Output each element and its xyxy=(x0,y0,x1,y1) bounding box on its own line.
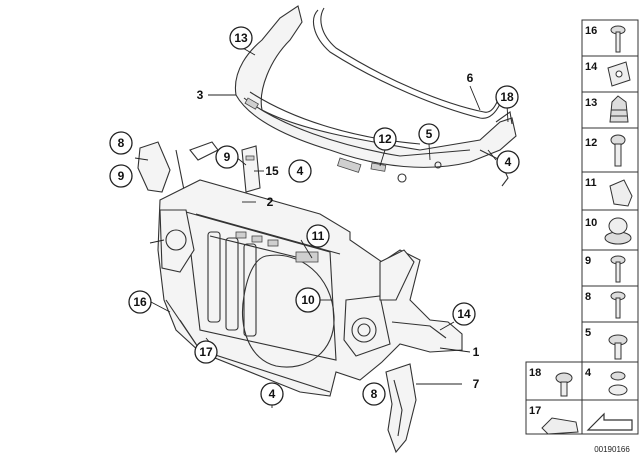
legend-5: 5 xyxy=(585,327,591,339)
legend-4: 4 xyxy=(585,367,592,379)
svg-text:9: 9 xyxy=(118,169,125,183)
reference-number: 00190166 xyxy=(594,445,630,454)
lower-cover-part-7 xyxy=(385,363,417,454)
fastener-legend: 16 14 13 12 11 10 9 8 5 4 18 17 xyxy=(525,19,639,435)
legend-18: 18 xyxy=(529,367,541,379)
callout-4-bottom: 4 xyxy=(260,382,284,406)
callout-9-upper: 9 xyxy=(215,145,239,169)
svg-text:12: 12 xyxy=(378,132,392,146)
seal-strip xyxy=(312,7,501,119)
callout-14: 14 xyxy=(452,302,476,326)
legend-8: 8 xyxy=(585,291,591,303)
arrow-icon xyxy=(586,412,633,431)
callout-10: 10 xyxy=(295,287,321,313)
svg-text:2: 2 xyxy=(267,195,274,209)
clip-17-icon xyxy=(541,417,579,435)
callout-11: 11 xyxy=(306,224,330,248)
svg-text:4: 4 xyxy=(269,387,276,401)
svg-text:16: 16 xyxy=(133,295,147,309)
screw-8-icon xyxy=(610,291,626,319)
svg-text:8: 8 xyxy=(118,136,125,150)
bracket-11-icon xyxy=(609,179,633,207)
svg-text:18: 18 xyxy=(500,90,514,104)
svg-text:8: 8 xyxy=(371,387,378,401)
svg-text:17: 17 xyxy=(199,345,213,359)
callout-8-left: 8 xyxy=(109,131,133,155)
callout-18: 18 xyxy=(495,85,519,109)
svg-text:15: 15 xyxy=(265,164,279,178)
svg-text:9: 9 xyxy=(224,150,231,164)
label-6: 6 xyxy=(467,71,474,85)
legend-12: 12 xyxy=(585,137,597,149)
label-15: 15 xyxy=(265,164,279,178)
rubber-buffer-13-icon xyxy=(609,95,629,123)
label-1: 1 xyxy=(473,345,480,359)
svg-text:4: 4 xyxy=(505,155,512,169)
screw-16-icon xyxy=(610,25,626,53)
svg-text:14: 14 xyxy=(457,307,471,321)
callout-5: 5 xyxy=(418,123,440,145)
callout-4-center: 4 xyxy=(288,159,312,183)
legend-14: 14 xyxy=(585,61,598,73)
label-2: 2 xyxy=(267,195,274,209)
legend-11: 11 xyxy=(585,177,597,189)
callout-12: 12 xyxy=(373,127,397,151)
label-7: 7 xyxy=(473,377,480,391)
callout-13: 13 xyxy=(229,26,253,50)
grommet-10-icon xyxy=(604,217,632,245)
label-3: 3 xyxy=(197,88,204,102)
svg-text:11: 11 xyxy=(312,229,325,243)
callout-16: 16 xyxy=(128,290,152,314)
nut-4-icon xyxy=(608,371,628,396)
legend-13: 13 xyxy=(585,97,597,109)
legend-9: 9 xyxy=(585,255,591,267)
svg-text:13: 13 xyxy=(234,31,248,45)
bolt-5-icon xyxy=(608,334,628,360)
svg-text:10: 10 xyxy=(301,293,315,307)
clip-nut-14-icon xyxy=(607,61,631,87)
screw-9-icon xyxy=(610,255,626,283)
bracket-part-15 xyxy=(241,145,261,193)
callout-17: 17 xyxy=(194,340,218,364)
screw-18-icon xyxy=(555,372,573,397)
callout-8-bottom: 8 xyxy=(362,382,386,406)
legend-17: 17 xyxy=(529,405,541,417)
callout-9-left: 9 xyxy=(109,164,133,188)
bolt-12-icon xyxy=(610,134,626,167)
svg-text:4: 4 xyxy=(297,164,304,178)
legend-16: 16 xyxy=(585,25,597,37)
callout-4-right: 4 xyxy=(496,150,520,174)
svg-text:5: 5 xyxy=(426,127,433,141)
legend-10: 10 xyxy=(585,217,597,229)
